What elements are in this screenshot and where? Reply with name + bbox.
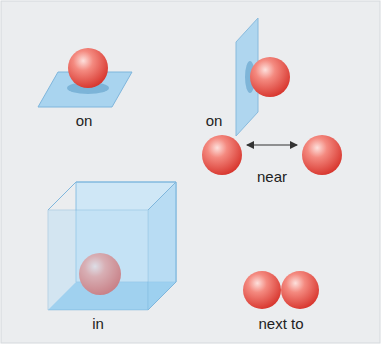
relation-label: near: [257, 168, 287, 186]
sphere-on-plane: [38, 48, 132, 107]
relation-label: on: [76, 112, 93, 130]
sphere-on-wall: [236, 18, 290, 136]
relation-label: in: [92, 315, 104, 333]
relation-label: next to: [258, 315, 303, 333]
sphere-in-cube: [48, 182, 176, 310]
spheres-next-to: [243, 271, 319, 309]
relation-label: on: [206, 112, 223, 130]
